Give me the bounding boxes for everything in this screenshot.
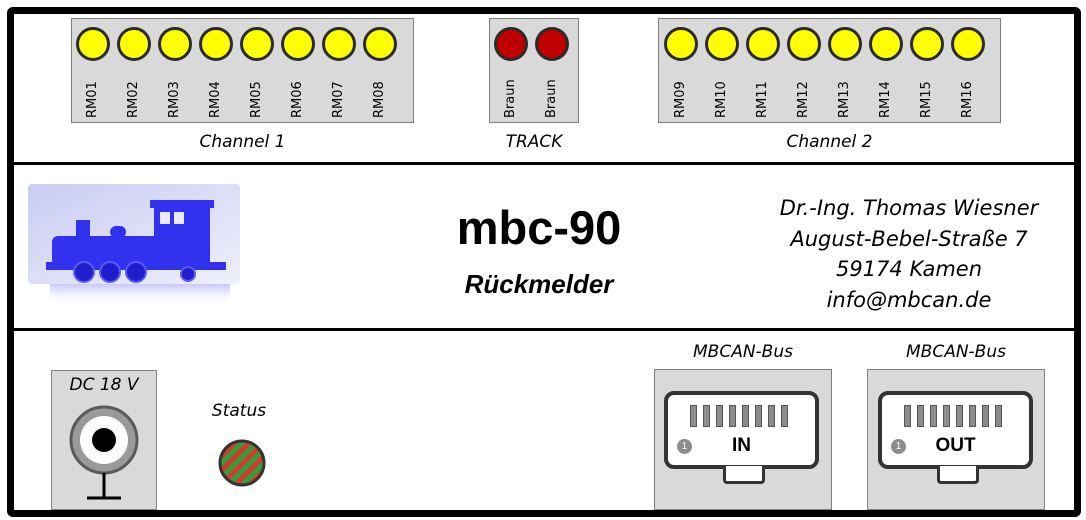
channel2-led [787, 27, 821, 61]
channel1-led-label: RM07 [331, 81, 346, 118]
bus-in-pin1-marker: 1 [677, 439, 692, 454]
bus-out-port-label: OUT [935, 435, 976, 456]
channel1-led [199, 27, 233, 61]
track-led [494, 27, 528, 61]
channel2-led-label: RM09 [673, 81, 688, 118]
connector-pin [917, 405, 924, 427]
channel2-led-label: RM15 [919, 81, 934, 118]
connector-pin [995, 405, 1002, 427]
channel1-led [363, 27, 397, 61]
channel2-led [664, 27, 698, 61]
channel2-led-label: RM12 [796, 81, 811, 118]
product-name: mbc-90 [456, 201, 622, 254]
channel2-led-label: RM13 [837, 81, 852, 118]
channel1-caption: Channel 1 [199, 132, 286, 152]
channel1-led-label: RM02 [126, 81, 141, 118]
connector-pin [943, 405, 950, 427]
address-line-4: info@mbcan.de [826, 288, 992, 312]
power-label: DC 18 V [69, 375, 139, 395]
channel1-led [158, 27, 192, 61]
bus-out-pin1-marker: 1 [891, 439, 906, 454]
connector-pin [956, 405, 963, 427]
device-frame: RM01 RM02 RM03 RM04 RM05 RM06 RM07 RM08 Braun Bra… [7, 7, 1081, 517]
channel1-led-label: RM04 [208, 81, 223, 118]
channel1-led [76, 27, 110, 61]
bus-in-port-label: IN [732, 435, 751, 456]
address-line-1: Dr.-Ing. Thomas Wiesner [779, 196, 1039, 220]
channel2-caption: Channel 2 [786, 132, 873, 152]
connector-pin [969, 405, 976, 427]
bus-in-title: MBCAN-Bus [693, 342, 793, 362]
address-line-3: 59174 Kamen [835, 257, 983, 281]
connector-pin [930, 405, 937, 427]
divider-top [14, 162, 1074, 165]
locomotive-image [28, 184, 240, 308]
status-led-icon [216, 437, 268, 489]
connector-pin [690, 405, 697, 427]
channel1-led-label: RM01 [85, 81, 100, 118]
connector-pin [755, 405, 762, 427]
channel2-led-label: RM11 [755, 81, 770, 118]
channel1-led-label: RM05 [249, 81, 264, 118]
channel2-led [746, 27, 780, 61]
channel2-led-label: RM14 [878, 81, 893, 118]
bus-out-connector[interactable]: 1 OUT [878, 391, 1033, 469]
track-led-label: Braun [503, 79, 518, 118]
channel2-led-label: RM16 [960, 81, 975, 118]
channel2-led [951, 27, 985, 61]
channel1-led-label: RM06 [290, 81, 305, 118]
track-led [535, 27, 569, 61]
connector-pin [904, 405, 911, 427]
channel1-led [322, 27, 356, 61]
status-label: Status [211, 401, 267, 421]
channel1-led-label: RM08 [372, 81, 387, 118]
address-line-2: August-Bebel-Straße 7 [790, 227, 1028, 251]
channel1-led [281, 27, 315, 61]
product-subtitle: Rückmelder [464, 269, 614, 299]
connector-pin [768, 405, 775, 427]
divider-bottom [14, 328, 1074, 331]
channel1-led [240, 27, 274, 61]
channel2-led [910, 27, 944, 61]
connector-pin [716, 405, 723, 427]
bus-in-latch [723, 466, 765, 484]
channel2-led [705, 27, 739, 61]
bus-in-connector[interactable]: 1 IN [664, 391, 819, 469]
bus-out-title: MBCAN-Bus [906, 342, 1006, 362]
bus-out-latch [937, 466, 979, 484]
channel1-led-label: RM03 [167, 81, 182, 118]
track-led-label: Braun [544, 79, 559, 118]
channel1-led [117, 27, 151, 61]
track-caption: TRACK [505, 132, 563, 152]
connector-pin [982, 405, 989, 427]
dc-jack-icon [67, 402, 143, 508]
channel2-led-label: RM10 [714, 81, 729, 118]
connector-pin [781, 405, 788, 427]
connector-pin [742, 405, 749, 427]
channel2-led [828, 27, 862, 61]
connector-pin [729, 405, 736, 427]
channel2-led [869, 27, 903, 61]
connector-pin [703, 405, 710, 427]
